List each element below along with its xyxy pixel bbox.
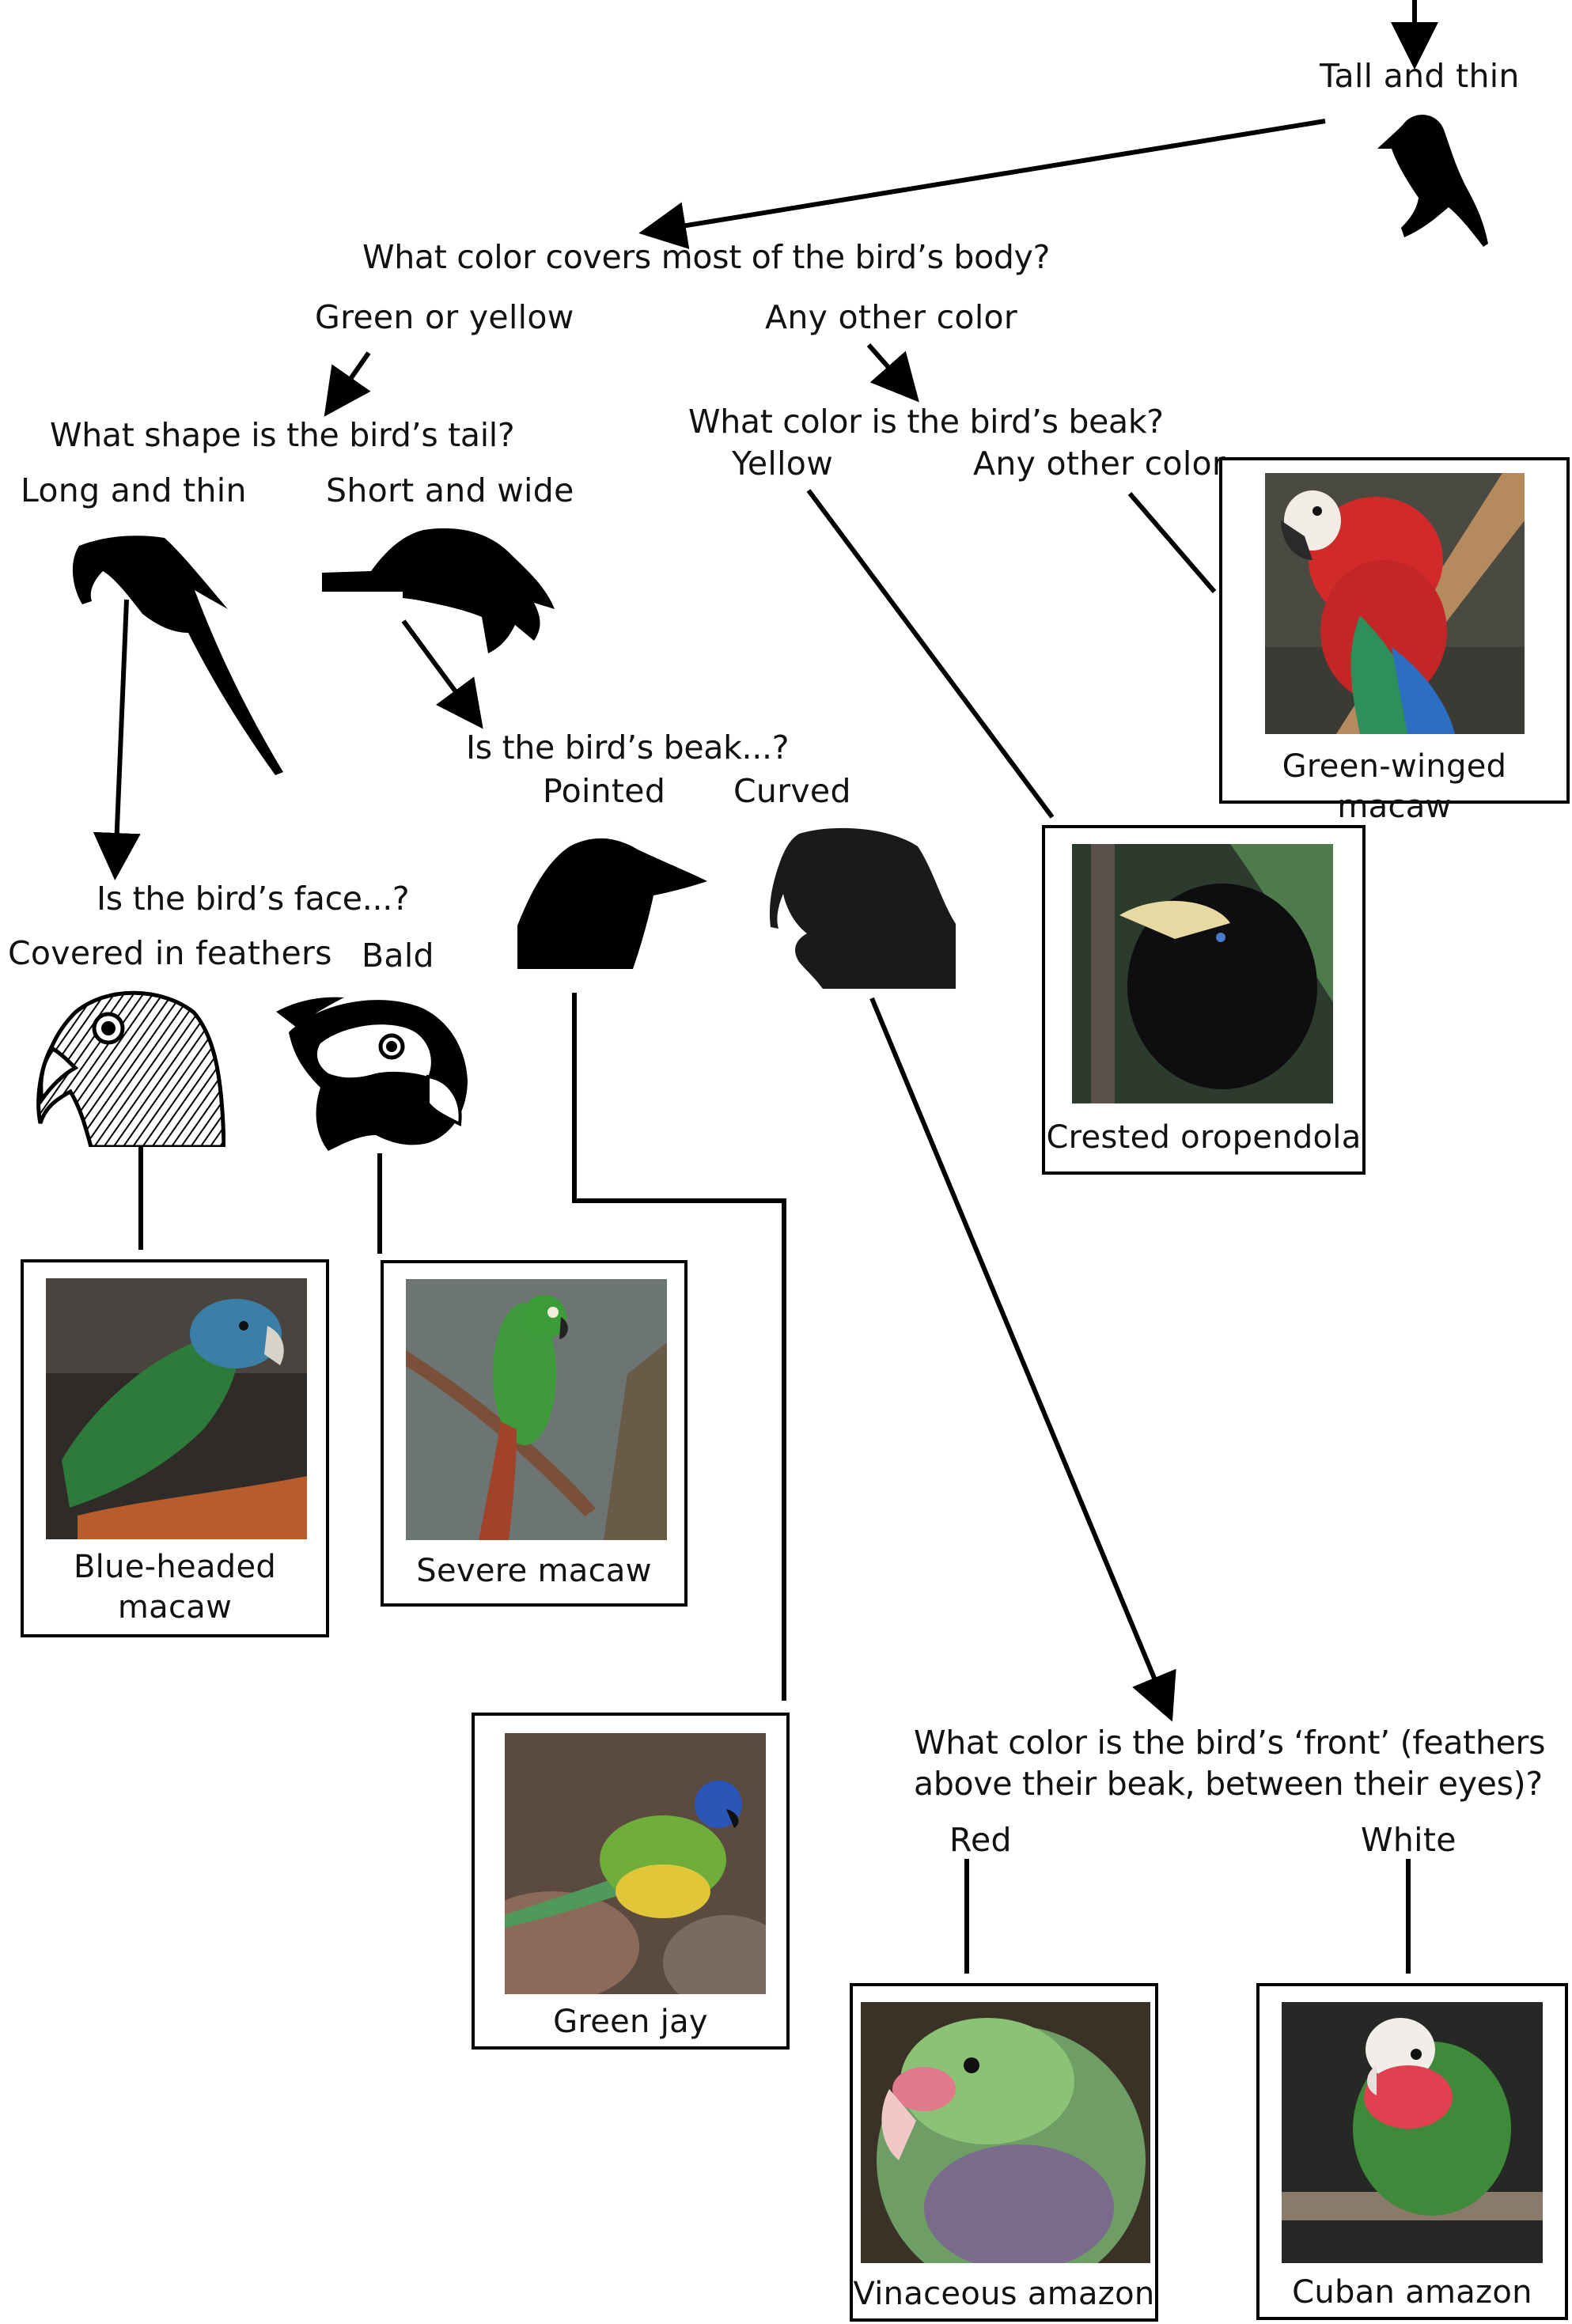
arrow-to-face (93, 599, 141, 880)
answer-yellow: Yellow (732, 445, 834, 483)
line-to-crested-oropendola (806, 489, 1055, 819)
question-body-color: What color covers most of the bird’s bod… (362, 238, 1051, 276)
species-card-crested-oropendola: Crested oropendola (1042, 825, 1366, 1175)
answer-red: Red (949, 1821, 1012, 1859)
answer-any-other-color-beak: Any other color (973, 445, 1226, 483)
cuban-amazon-photo (1282, 2002, 1543, 2263)
answer-any-other-color-body: Any other color (765, 298, 1018, 336)
answer-green-or-yellow: Green or yellow (315, 298, 574, 336)
answer-white: White (1361, 1821, 1456, 1859)
answer-tall-and-thin: Tall and thin (1320, 57, 1520, 95)
severe-macaw-photo (406, 1279, 667, 1540)
arrow-to-front-color (869, 997, 1176, 1722)
green-winged-macaw-photo (1265, 473, 1525, 734)
arrow-to-beak-color (866, 343, 919, 403)
line-to-green-winged-macaw (1127, 492, 1217, 593)
species-card-green-winged-macaw: Green-winged macaw (1219, 457, 1570, 825)
species-name-green-jay: Green jay (553, 2004, 708, 2040)
species-name-blue-headed-macaw: Blue-headed macaw (24, 1547, 326, 1628)
species-name-severe-macaw: Severe macaw (416, 1553, 652, 1589)
crested-oropendola-photo (1072, 844, 1333, 1103)
vinaceous-amazon-photo (861, 2002, 1150, 2263)
question-beak-shape: Is the bird’s beak...? (466, 729, 790, 766)
species-name-crested-oropendola: Crested oropendola (1046, 1119, 1362, 1156)
species-name-green-winged-macaw: Green-winged macaw (1282, 748, 1507, 826)
answer-covered-in-feathers: Covered in feathers (8, 934, 332, 972)
species-name-blue-headed-macaw-line1: Blue-headed (73, 1549, 277, 1585)
species-card-severe-macaw: Severe macaw (381, 1260, 688, 1607)
species-card-cuban-amazon: Cuban amazon (1256, 1983, 1568, 2320)
short-wide-tail-silhouette-icon (320, 522, 558, 657)
blue-headed-macaw-photo (46, 1278, 307, 1539)
answer-bald: Bald (362, 937, 434, 975)
question-front-color-line2: above their beak, between their eyes)? (914, 1765, 1543, 1803)
answer-pointed: Pointed (543, 772, 666, 810)
arrow-to-beak-shape (401, 619, 483, 729)
pointed-beak-silhouette-icon (514, 831, 708, 969)
question-tail-shape: What shape is the bird’s tail? (50, 416, 515, 454)
species-name-cuban-amazon: Cuban amazon (1292, 2274, 1532, 2311)
answer-long-and-thin: Long and thin (21, 471, 247, 509)
arrow-to-body-color (638, 119, 1326, 249)
green-jay-photo (505, 1733, 766, 1994)
species-card-green-jay: Green jay (472, 1713, 790, 2050)
arrow-to-tail-shape (324, 351, 371, 417)
answer-short-and-wide: Short and wide (326, 471, 574, 509)
line-to-green-jay (572, 993, 786, 1701)
question-face: Is the bird’s face...? (97, 880, 410, 918)
answer-curved: Curved (733, 772, 851, 810)
species-card-blue-headed-macaw: Blue-headed macaw (21, 1259, 329, 1637)
species-name-blue-headed-macaw-line2: macaw (117, 1589, 233, 1626)
species-card-vinaceous-amazon: Vinaceous amazon (850, 1983, 1158, 2322)
feathered-face-drawing-icon (36, 981, 225, 1147)
question-beak-color: What color is the bird’s beak? (688, 403, 1164, 441)
question-front-color-line1: What color is the bird’s ‘front’ (feathe… (914, 1724, 1546, 1762)
long-thin-tail-silhouette-icon (55, 522, 285, 775)
tall-thin-bird-silhouette-icon (1373, 109, 1491, 252)
species-name-vinaceous-amazon: Vinaceous amazon (853, 2276, 1155, 2312)
curved-beak-silhouette-icon (767, 823, 957, 989)
bald-face-drawing-icon (273, 985, 471, 1151)
